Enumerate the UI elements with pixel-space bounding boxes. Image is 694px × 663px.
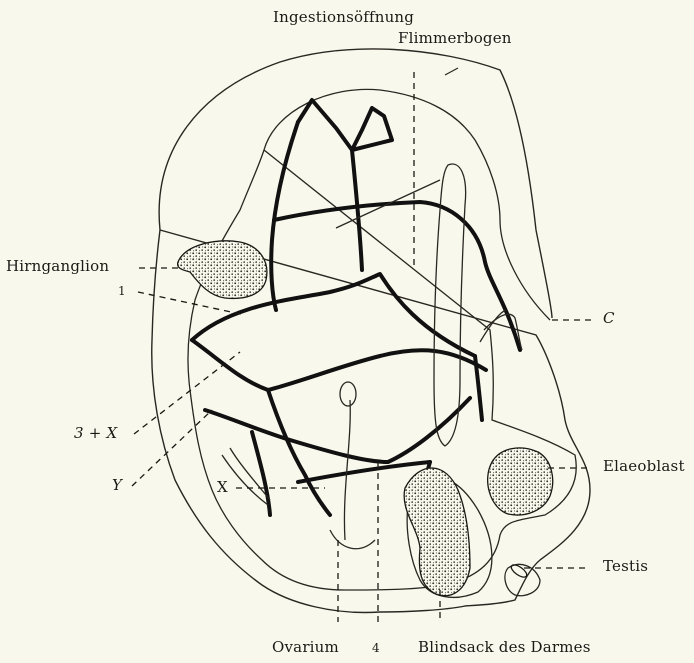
brain-ganglion bbox=[178, 241, 267, 299]
label-mark-c: C bbox=[603, 311, 615, 326]
label-mark-4: 4 bbox=[372, 642, 380, 654]
thin-structures bbox=[222, 164, 540, 597]
leader-y bbox=[132, 410, 212, 486]
label-mark-3x: 3 + X bbox=[74, 426, 117, 441]
label-brain-ganglion: Hirnganglion bbox=[6, 259, 109, 274]
label-ingestion-opening: Ingestionsöffnung bbox=[273, 10, 414, 25]
label-mark-y: Y bbox=[112, 478, 122, 493]
label-mark-x: X bbox=[217, 480, 228, 495]
ciliary-arch-line bbox=[445, 68, 458, 75]
label-gut-blind-sac: Blindsack des Darmes bbox=[418, 640, 591, 655]
label-ciliary-arch: Flimmerbogen bbox=[398, 31, 512, 46]
outer-tunic-outline bbox=[152, 49, 590, 613]
branchial-bars bbox=[192, 100, 520, 515]
elaeoblast bbox=[488, 448, 553, 515]
leader-3x bbox=[134, 352, 240, 434]
label-testis: Testis bbox=[603, 559, 648, 574]
label-elaeoblast: Elaeoblast bbox=[603, 459, 685, 474]
label-ovary: Ovarium bbox=[272, 640, 339, 655]
ovary-duct bbox=[344, 400, 350, 540]
ovary-bud bbox=[340, 382, 356, 406]
label-mark-1: 1 bbox=[118, 285, 126, 297]
ovary-base bbox=[330, 530, 375, 549]
